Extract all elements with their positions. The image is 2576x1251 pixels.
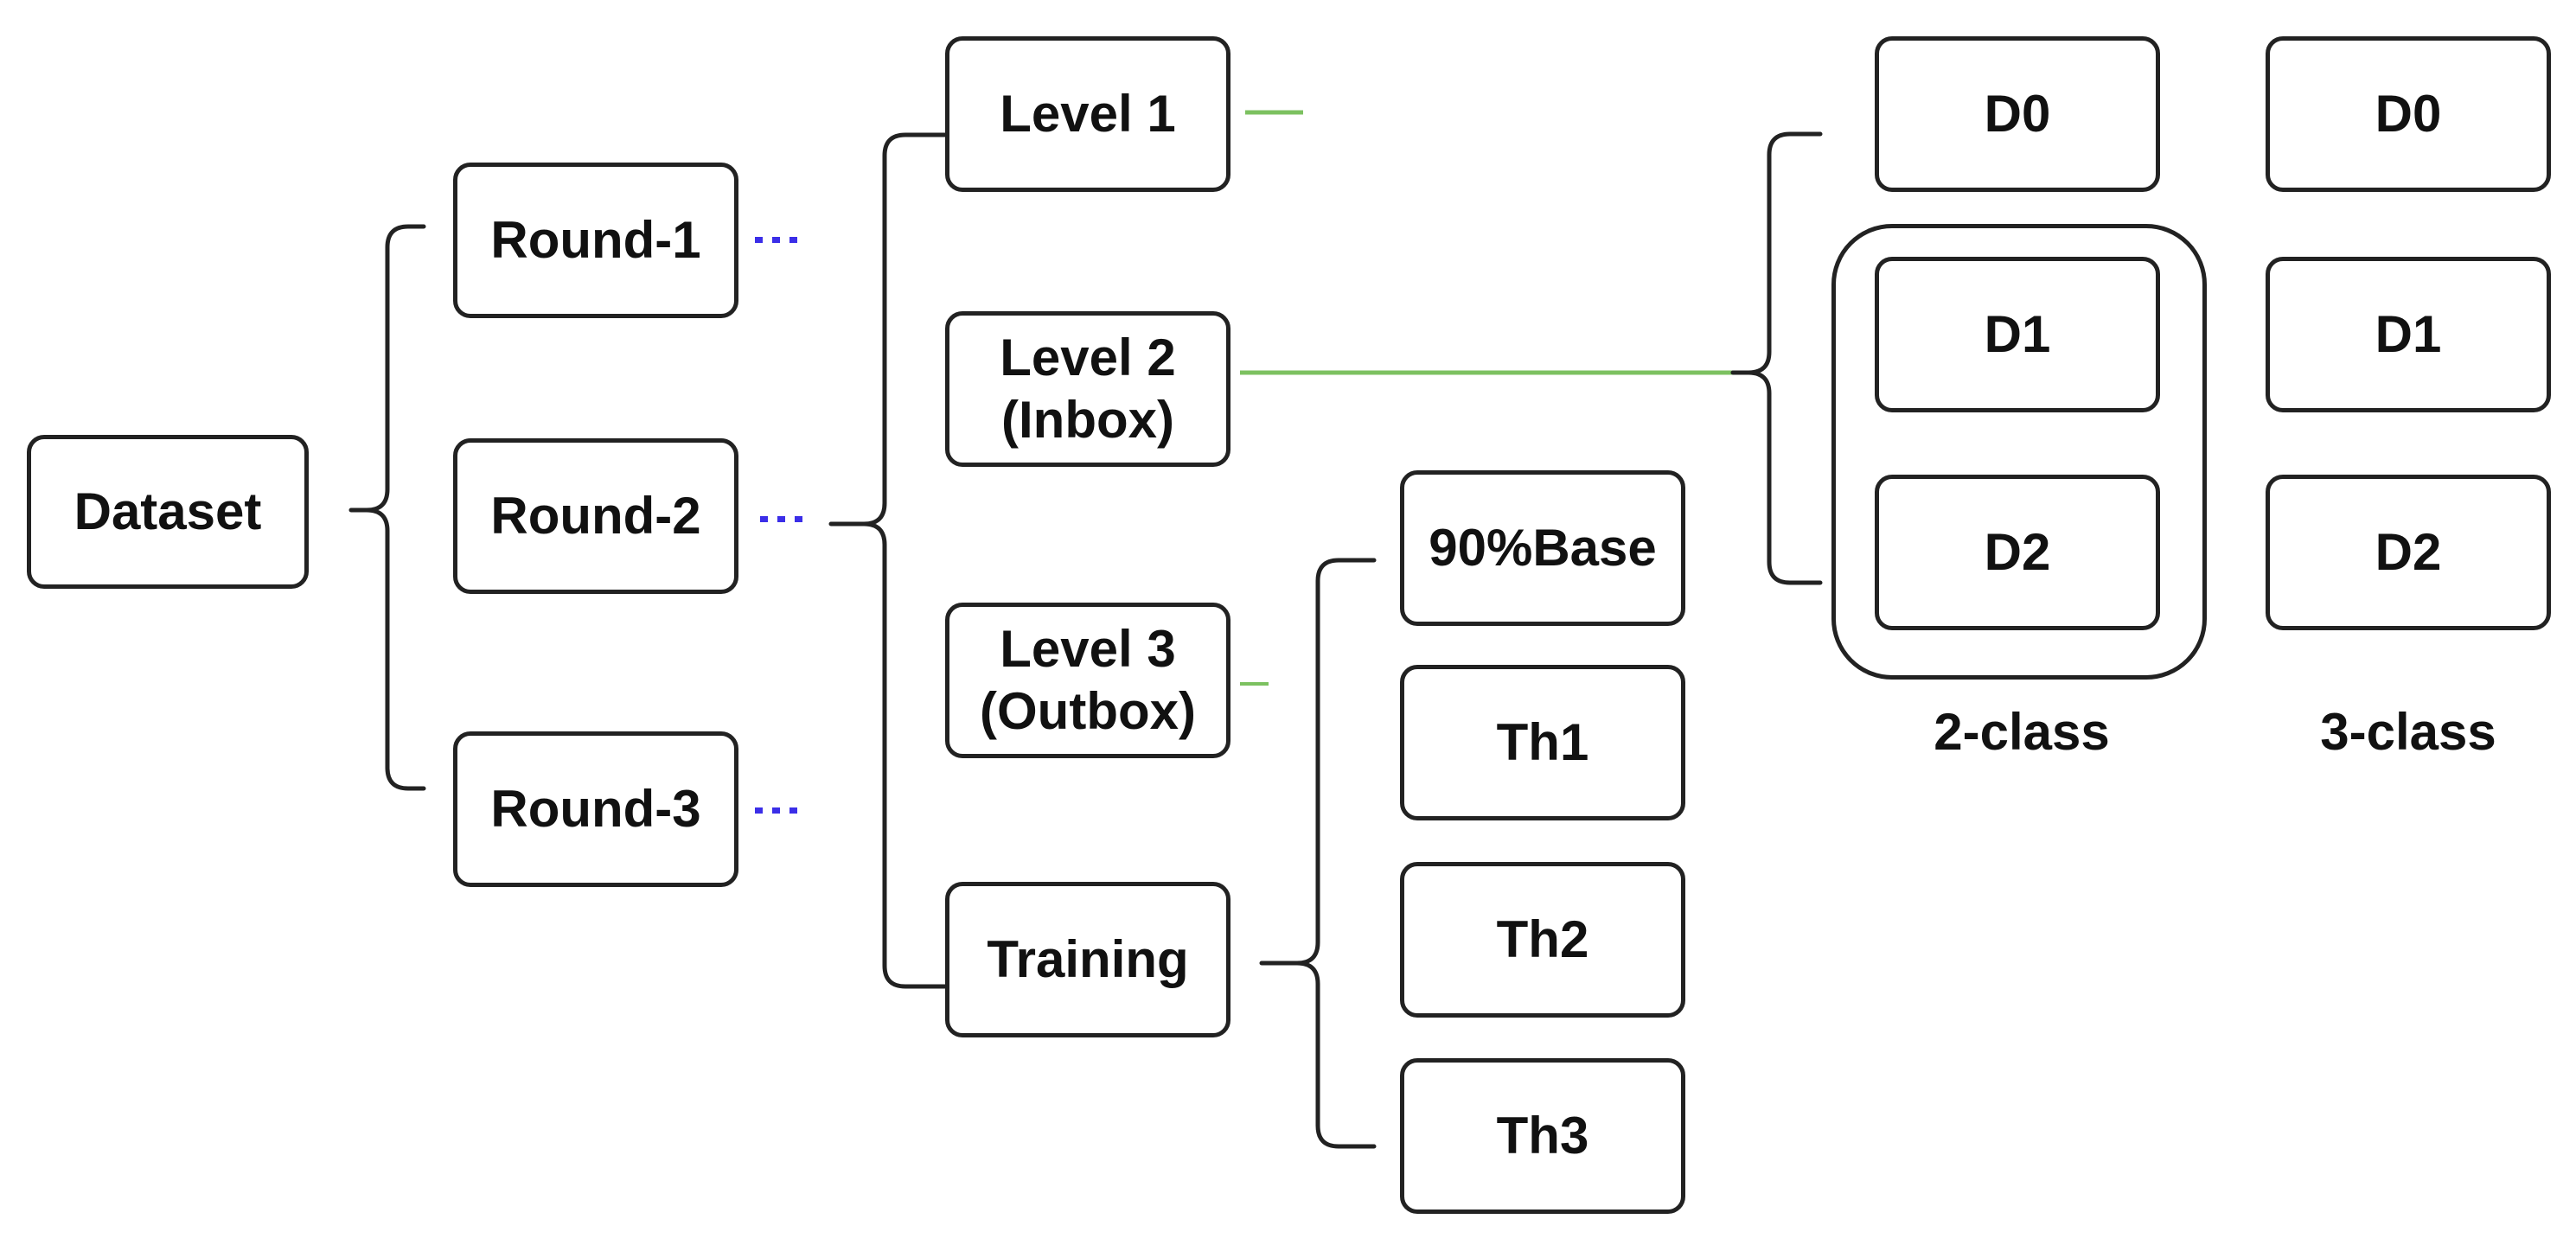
level-2-sublabel: (Inbox) <box>1001 391 1174 449</box>
level-2-node: Level 2 (Inbox) <box>945 311 1230 467</box>
level-1-node: Level 1 <box>945 36 1230 192</box>
bracket-rounds <box>348 224 426 791</box>
three-class-d0-node: D0 <box>2266 36 2551 192</box>
two-class-d0-label: D0 <box>1984 85 2051 143</box>
training-set-th3-node: Th3 <box>1400 1058 1685 1214</box>
three-class-d1-node: D1 <box>2266 257 2551 412</box>
two-class-d1-node: D1 <box>1875 257 2160 412</box>
training-set-th2-node: Th2 <box>1400 862 1685 1018</box>
round-1-label: Round-1 <box>490 211 701 269</box>
two-class-d2-node: D2 <box>1875 475 2160 630</box>
three-class-d2-node: D2 <box>2266 475 2551 630</box>
training-label: Training <box>987 930 1189 988</box>
round-2-node: Round-2 <box>453 438 738 594</box>
three-class-d2-label: D2 <box>2375 523 2442 581</box>
training-set-base-node: 90%Base <box>1400 470 1685 626</box>
ellipsis-round-2 <box>760 516 802 522</box>
bracket-levels <box>828 132 948 989</box>
three-class-d0-label: D0 <box>2375 85 2442 143</box>
three-class-d1-label: D1 <box>2375 305 2442 363</box>
round-1-node: Round-1 <box>453 163 738 318</box>
level-3-label: Level 3 <box>1000 620 1176 678</box>
dataset-label: Dataset <box>74 482 262 540</box>
training-set-th3-label: Th3 <box>1496 1107 1589 1165</box>
bracket-two-class <box>1730 131 1823 585</box>
three-class-caption: 3-class <box>2320 703 2496 761</box>
ellipsis-round-1 <box>755 237 797 243</box>
two-class-merged-group <box>1831 224 2207 680</box>
level-2-label: Level 2 <box>1000 329 1176 386</box>
training-set-th1-node: Th1 <box>1400 665 1685 820</box>
two-class-caption: 2-class <box>1934 703 2110 761</box>
level-3-sublabel: (Outbox) <box>980 682 1196 740</box>
training-set-th2-label: Th2 <box>1496 910 1589 968</box>
bracket-training <box>1259 558 1377 1149</box>
level-3-node: Level 3 (Outbox) <box>945 603 1230 758</box>
ellipsis-round-3 <box>755 807 797 814</box>
round-2-label: Round-2 <box>490 487 701 545</box>
training-node: Training <box>945 882 1230 1037</box>
training-set-base-label: 90%Base <box>1429 519 1657 577</box>
dataset-node: Dataset <box>27 435 309 589</box>
round-3-node: Round-3 <box>453 731 738 887</box>
level-1-label: Level 1 <box>1000 85 1176 143</box>
round-3-label: Round-3 <box>490 780 701 838</box>
two-class-d2-label: D2 <box>1984 523 2051 581</box>
training-set-th1-label: Th1 <box>1496 713 1589 771</box>
two-class-d1-label: D1 <box>1984 305 2051 363</box>
two-class-d0-node: D0 <box>1875 36 2160 192</box>
